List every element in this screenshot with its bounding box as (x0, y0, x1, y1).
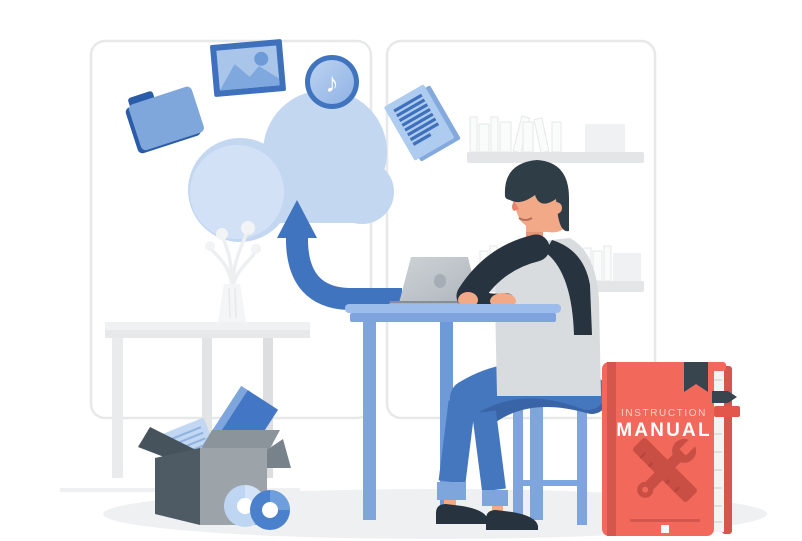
manual-subtitle: INSTRUCTION (621, 408, 707, 419)
person-mouth (518, 217, 533, 221)
document-icon (384, 84, 461, 162)
music-icon: ♪ (305, 55, 359, 109)
cd-disc-dark (250, 490, 290, 530)
person-ear (550, 202, 562, 214)
storage-box (138, 385, 291, 530)
manual-spine-band (607, 362, 616, 536)
jeans-cuff-near (437, 482, 466, 500)
person-back-sleeve (545, 240, 592, 335)
person (495, 160, 601, 396)
person-hair (504, 160, 569, 232)
instruction-manual-book: INSTRUCTION MANUAL (602, 362, 740, 536)
books-row-top (469, 115, 625, 154)
manual-front-cover (602, 362, 714, 536)
manual-pen-clip (712, 391, 740, 417)
manual-title: MANUAL (616, 420, 712, 441)
manual-bookmark-ribbon (684, 362, 708, 392)
person-arm (456, 234, 550, 312)
shoe-far (486, 510, 538, 530)
manual-footer-line (630, 519, 700, 522)
manual-tools-icon (633, 437, 698, 502)
vase (218, 284, 246, 322)
person-nose (512, 201, 519, 211)
folder-icon (125, 86, 204, 154)
photo-icon (210, 39, 286, 97)
jeans-cuff-far (482, 490, 508, 506)
shelf-board-top (467, 152, 644, 163)
music-note-glyph: ♪ (325, 68, 339, 98)
desk (345, 304, 561, 322)
box-flap-right (264, 439, 291, 468)
shoe-near (436, 504, 488, 524)
cloud-highlight (190, 145, 284, 239)
box-side-left (155, 448, 200, 525)
upload-cloud (188, 90, 394, 242)
person-eye (519, 196, 523, 200)
manual-footer-square (661, 525, 669, 533)
vase-with-branches (205, 221, 261, 322)
bookshelf-top (467, 115, 644, 163)
upload-arrow (277, 200, 402, 310)
laptop-logo (434, 274, 446, 288)
